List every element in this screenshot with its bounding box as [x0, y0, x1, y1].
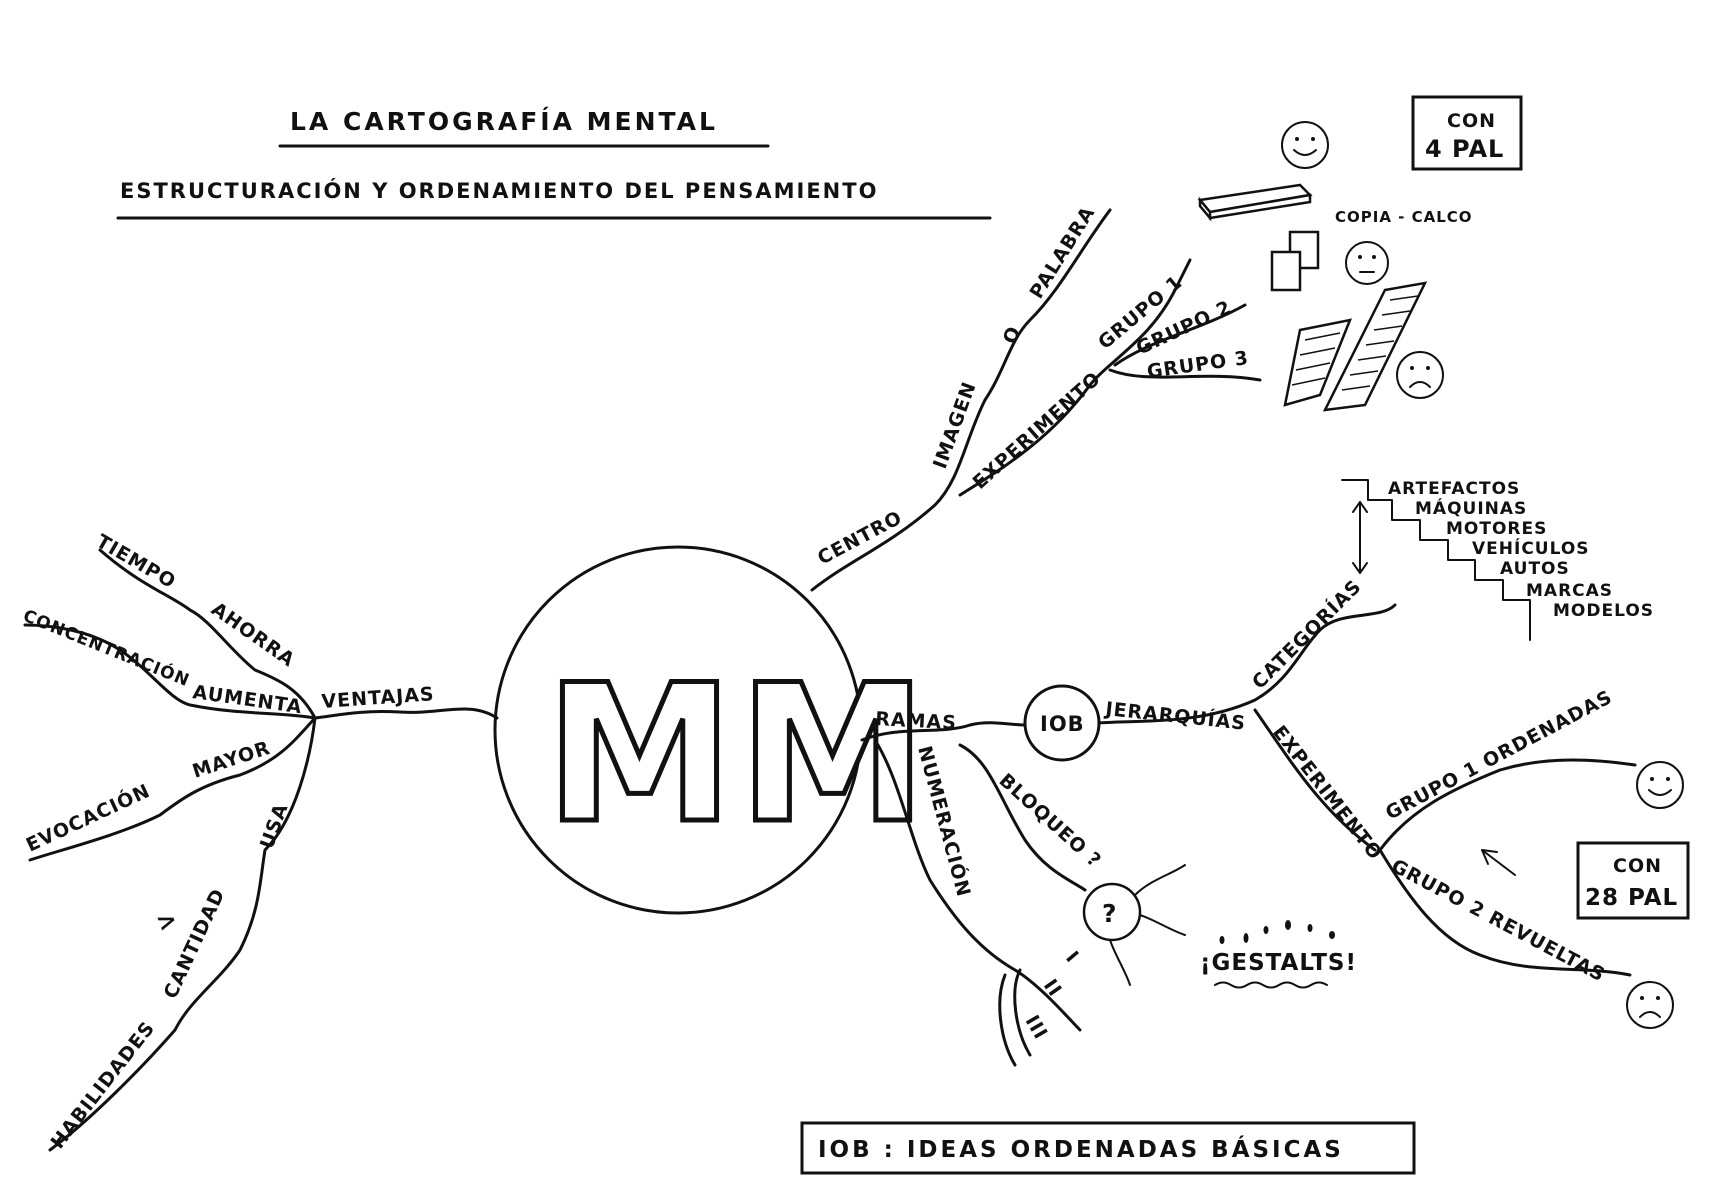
legend-text: IOB : IDEAS ORDENADAS BÁSICAS: [818, 1135, 1344, 1163]
centro-line: [810, 208, 1112, 592]
bloqueo-line: [958, 743, 1087, 892]
numeracion-line: [873, 738, 1082, 1032]
label-grupo1-ordenadas: GRUPO 1 ORDENADAS: [1382, 686, 1616, 824]
branch-centro: CENTRO IMAGEN O PALABRA EXPERIMENTO GRUP…: [810, 202, 1262, 592]
label-roman-2: II: [1039, 975, 1066, 1001]
hierarchy-item: MODELOS: [1553, 601, 1654, 621]
box-con-4-pal: CON 4 PAL: [1411, 95, 1523, 171]
stairs-line: [1341, 479, 1531, 641]
double-arrow-icon: [1352, 501, 1368, 574]
gestalts-wavy-underline: [1214, 981, 1328, 989]
con28-line2: 28 PAL: [1585, 885, 1678, 911]
legend-box: IOB : IDEAS ORDENADAS BÁSICAS: [800, 1121, 1416, 1175]
experimento-bottom-line: [1253, 708, 1377, 852]
copy-pages-icon: [1270, 230, 1320, 292]
box-con-28-pal: CON 28 PAL: [1576, 841, 1690, 920]
page-title: LA CARTOGRAFÍA MENTAL: [290, 107, 718, 136]
hierarchy-item: ARTEFACTOS: [1388, 479, 1520, 499]
top-right-illustrations: CON 4 PAL COPIA - CALCO: [1197, 95, 1523, 412]
aumenta-line: [23, 623, 317, 720]
scroll-lists-icon: [1283, 281, 1428, 412]
ahorra-line: [98, 548, 317, 720]
con28-line1: CON: [1613, 855, 1662, 877]
grupo1-ordenadas-line: [1378, 758, 1637, 852]
label-palabra: PALABRA: [1026, 202, 1100, 302]
grupo2-top-line: [1113, 303, 1247, 367]
central-node: MM: [493, 545, 931, 915]
label-ramas: RAMAS: [875, 708, 958, 734]
label-categorias: CATEGORÍAS: [1247, 575, 1366, 694]
label-experimento-bottom: EXPERIMENTO: [1268, 722, 1386, 865]
happy-face-icon: [1636, 761, 1684, 809]
con4-line2: 4 PAL: [1425, 135, 1504, 163]
page-subtitle: ESTRUCTURACIÓN Y ORDENAMIENTO DEL PENSAM…: [120, 178, 878, 203]
hierarchy-item: MOTORES: [1446, 519, 1547, 539]
hierarchy-item: VEHÍCULOS: [1472, 537, 1590, 559]
label-roman-1: I: [1061, 947, 1083, 967]
hierarchy-stairs: ARTEFACTOS MÁQUINAS MOTORES VEHÍCULOS AU…: [1341, 479, 1654, 641]
branch-ramas: RAMAS IOB JERARQUÍAS CATEGORÍAS EXPERIME…: [860, 575, 1637, 1067]
greater-than-symbol: >: [152, 904, 181, 938]
block-icon: [1197, 183, 1313, 222]
happy-face-icon: [1281, 121, 1329, 169]
iob-node: IOB: [1023, 684, 1101, 762]
ramas-line: [860, 721, 1027, 742]
question-mark: ?: [1102, 899, 1118, 928]
label-evocacion: EVOCACIÓN: [22, 778, 154, 856]
neutral-face-icon: [1345, 241, 1389, 285]
label-cantidad: CANTIDAD: [160, 885, 230, 1002]
label-bloqueo: BLOQUEO ?: [995, 769, 1106, 872]
grupo2-revueltas-line: [1378, 848, 1632, 977]
label-o: O: [999, 323, 1026, 347]
mayor-line: [28, 716, 317, 862]
hierarchy-item: AUTOS: [1500, 559, 1570, 579]
usa-line: [48, 716, 317, 1152]
label-experimento-top: EXPERIMENTO: [969, 368, 1106, 494]
roman-branch-lines: [998, 968, 1032, 1067]
jerarquias-line: [1097, 603, 1397, 725]
question-node: ?: [1082, 864, 1186, 986]
grupo3-top-line: [1108, 368, 1262, 382]
branch-ventajas: VENTAJAS AHORRA TIEMPO AUMENTA CONCENTRA…: [20, 530, 499, 1153]
iob-label: IOB: [1040, 712, 1085, 736]
sad-face-icon: [1396, 351, 1444, 399]
hierarchy-item: MÁQUINAS: [1415, 497, 1527, 519]
label-ventajas: VENTAJAS: [321, 683, 435, 713]
label-gestalts: ¡GESTALTS!: [1200, 950, 1357, 976]
center-letters: MM: [545, 644, 931, 865]
label-usa: USA: [256, 800, 293, 852]
label-tiempo: TIEMPO: [93, 530, 180, 593]
label-grupo2-revueltas: GRUPO 2 REVUELTAS: [1388, 855, 1609, 987]
label-jerarquias: JERARQUÍAS: [1102, 697, 1247, 735]
gestalts-group: ¡GESTALTS!: [1200, 920, 1357, 989]
experimento-top-line: [958, 258, 1192, 497]
label-roman-3: III: [1021, 1012, 1052, 1044]
label-copia-calco: COPIA - CALCO: [1335, 208, 1473, 226]
con4-line1: CON: [1447, 110, 1496, 132]
label-concentracion: CONCENTRACIÓN: [20, 604, 193, 691]
sad-face-icon: [1626, 981, 1674, 1029]
ventajas-line: [313, 707, 499, 720]
arrow-icon: [1481, 849, 1516, 876]
label-habilidades: HABILIDADES: [47, 1017, 160, 1153]
hierarchy-item: MARCAS: [1526, 581, 1613, 601]
